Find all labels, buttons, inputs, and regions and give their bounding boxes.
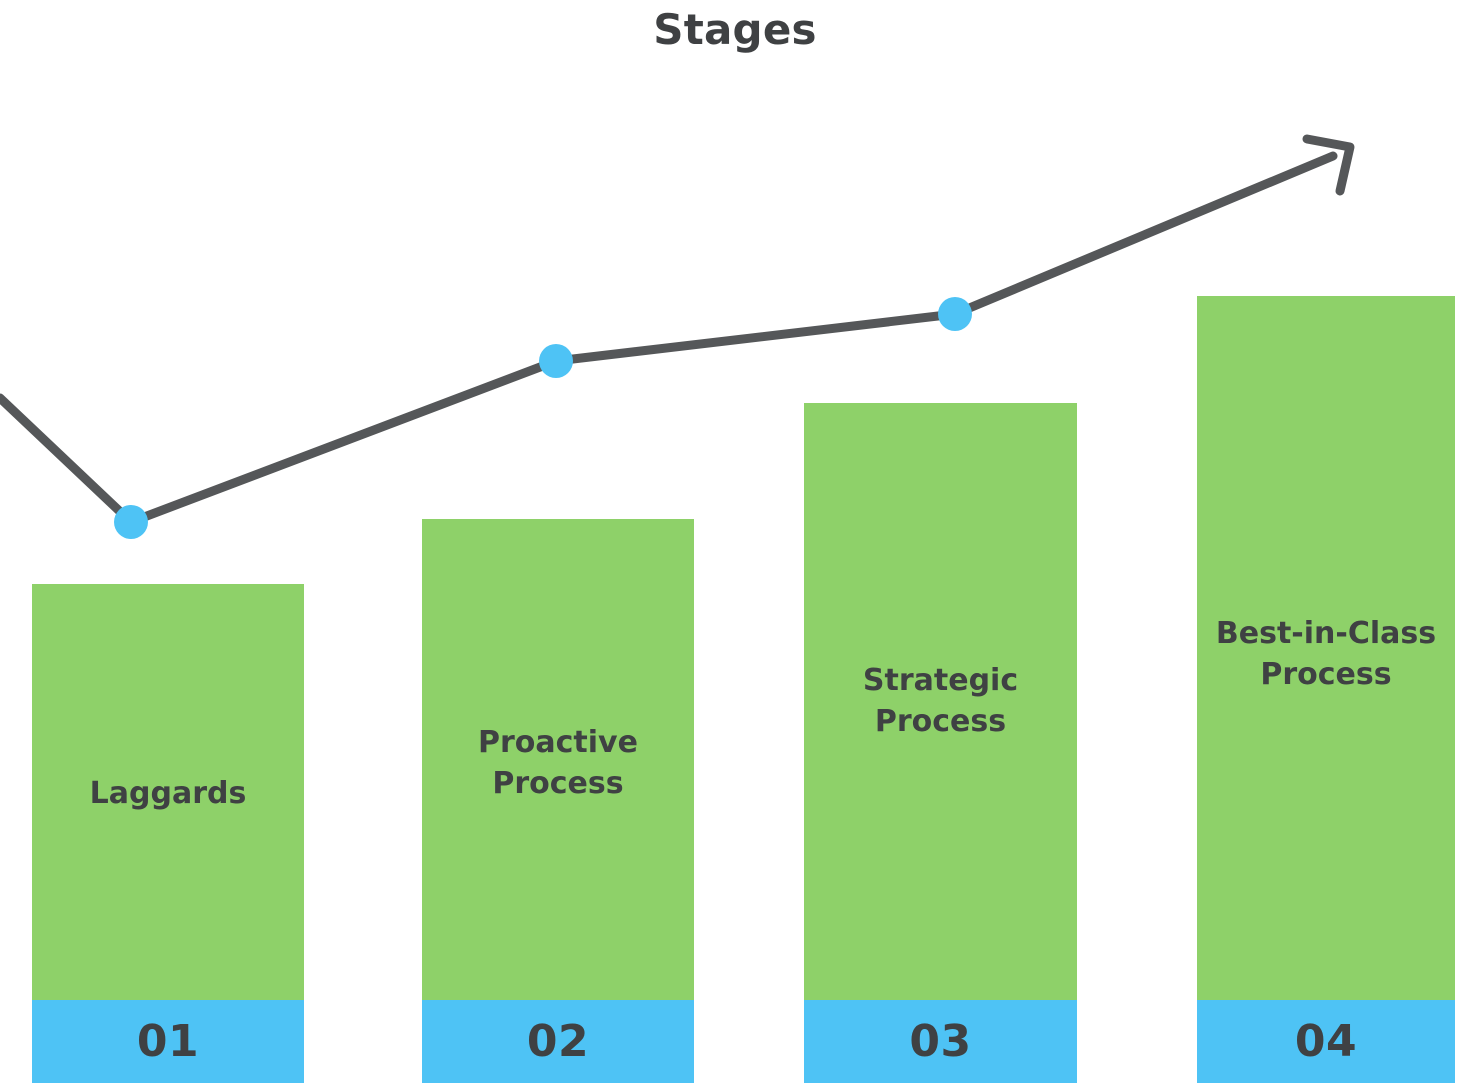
bar-number-04: 04 [1294, 1015, 1358, 1067]
bar-number-01: 01 [136, 1015, 200, 1067]
bar-number-02: 02 [526, 1015, 590, 1067]
bar-body-04: Best-in-Class Process [1197, 296, 1455, 1000]
trend-line-path [0, 151, 1338, 527]
bar-number-03: 03 [909, 1015, 972, 1067]
line-marker-dot-icon [539, 344, 573, 378]
bar-stage-02[interactable]: Proactive Process 02 [422, 519, 694, 1083]
bar-label-03: Strategic Process [862, 663, 1019, 739]
bar-body-02: Proactive Process [422, 519, 694, 1000]
line-marker-dot-icon [938, 297, 972, 331]
bar-stage-03[interactable]: Strategic Process 03 [804, 403, 1077, 1083]
bar-body-01: Laggards [32, 584, 304, 1000]
bar-label-04: Best-in-Class Process [1215, 616, 1437, 692]
bar-body-03: Strategic Process [804, 403, 1077, 1000]
bar-footer-03: 03 [804, 1000, 1077, 1083]
bar-label-02: Proactive Process [478, 725, 638, 801]
bar-footer-04: 04 [1197, 1000, 1455, 1083]
bar-footer-01: 01 [32, 1000, 304, 1083]
page-title: Stages [653, 5, 817, 54]
bar-label-01: Laggards [89, 776, 247, 811]
bar-stage-04[interactable]: Best-in-Class Process 04 [1197, 296, 1455, 1083]
line-marker-dot-icon [114, 505, 148, 539]
bar-footer-02: 02 [422, 1000, 694, 1083]
arrowhead-chevron-icon [1302, 134, 1355, 196]
bar-stage-01[interactable]: Laggards 01 [32, 584, 304, 1083]
